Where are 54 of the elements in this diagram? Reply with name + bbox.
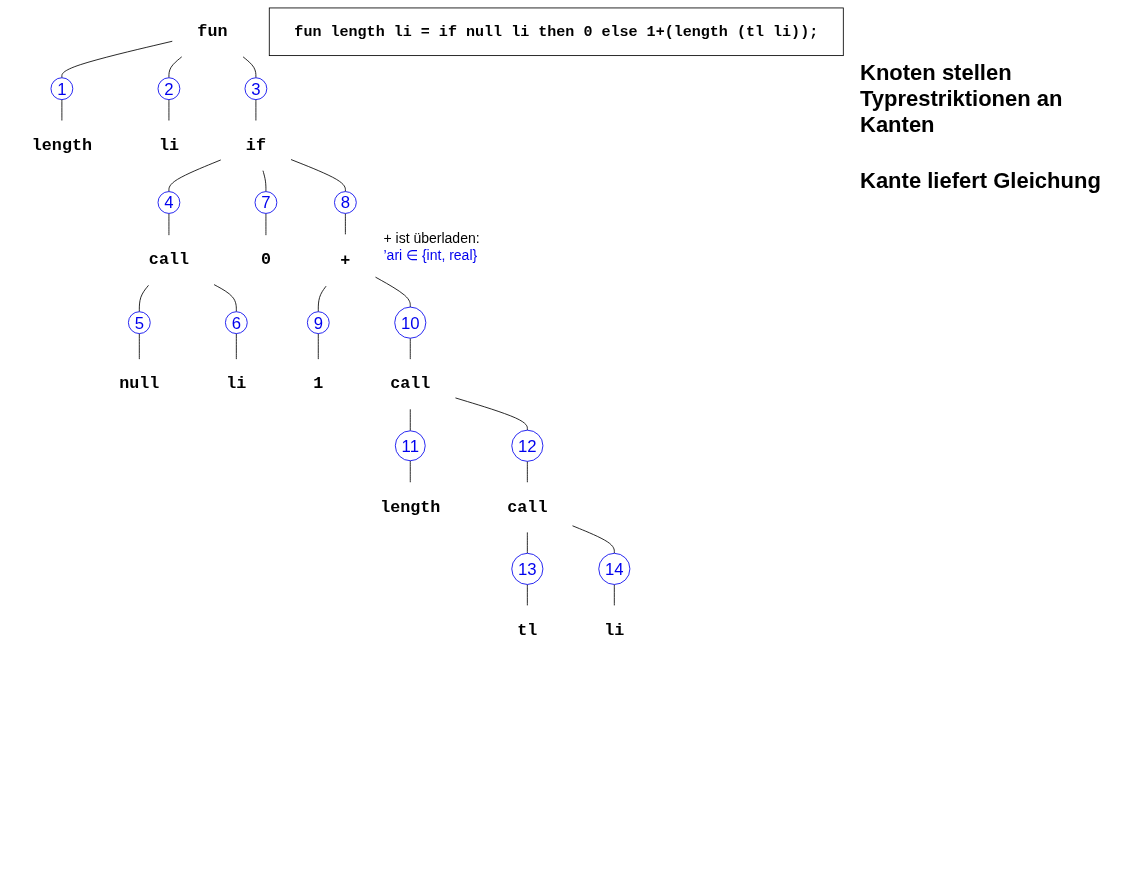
node-text: length [31,135,92,155]
connector [526,532,528,554]
node-box: fun length li = if null li then 0 else 1+(length (tl li)); [268,7,844,56]
connector [168,159,222,192]
note-text: Kante liefert Gleichung [860,168,1102,194]
node-circle: 11 [394,430,426,462]
node-text: length [380,497,441,517]
node-circle: 6 [225,311,248,334]
connector [317,285,327,313]
annotation-text: + ist überladen: [383,230,480,248]
node-text: tl [517,620,538,640]
connector [262,170,267,192]
node-circle: 5 [128,311,151,334]
node-circle: 14 [598,552,631,585]
node-text: call [390,374,431,394]
node-circle: 3 [244,77,268,101]
node-text: null [119,374,160,394]
node-text: fun [197,21,228,41]
connector [455,397,528,431]
connector [317,333,319,360]
connector [138,284,149,313]
node-text: call [148,250,189,270]
node-text: if [245,135,266,155]
node-circle: 7 [254,191,278,214]
connector [290,159,346,192]
connector [375,276,411,308]
node-circle: 1 [50,77,74,101]
node-circle: 9 [306,311,330,334]
node-text: 0 [260,250,271,270]
node-text: li [226,374,247,394]
connector [235,333,237,360]
node-circle: 10 [394,306,427,339]
connector [138,333,140,360]
connector [213,284,237,313]
node-text: li [604,620,625,640]
node-circle: 12 [511,429,544,462]
node-text: li [158,135,179,155]
node-text: + [340,251,351,271]
connector [613,584,615,606]
connector [344,213,346,235]
annotation-text: ’ari ∈ {int, real} [383,247,479,265]
connector [168,56,183,79]
connector [572,525,615,554]
connector [61,40,173,79]
node-circle: 13 [511,552,544,585]
connector [526,460,528,483]
connector [526,584,528,606]
node-text: 1 [313,374,324,394]
node-circle: 4 [157,191,181,214]
node-circle: 8 [334,191,357,214]
node-text: call [507,497,548,517]
node-circle: 2 [157,77,181,101]
note-text: Knoten stellen Typrestriktionen an Kanten [860,60,1064,138]
connector [242,56,257,79]
